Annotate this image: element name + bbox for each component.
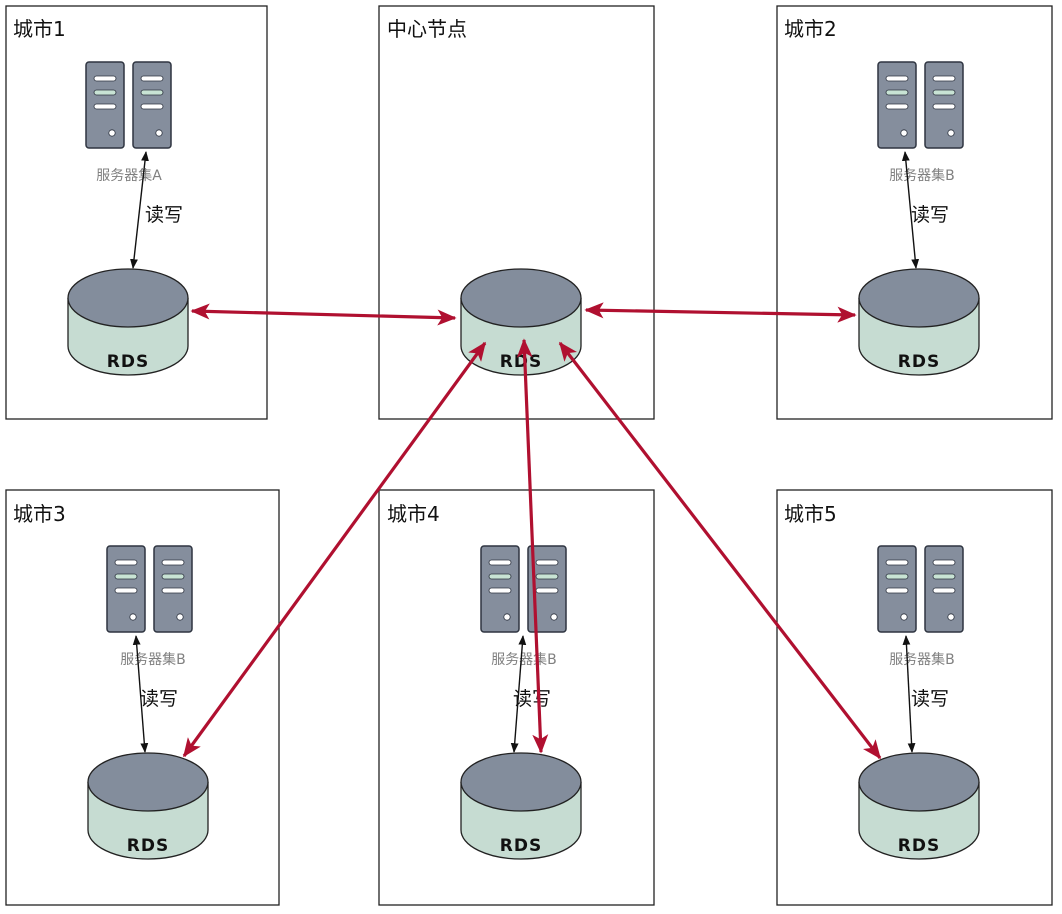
city3-rw-label: 读写 xyxy=(140,688,178,710)
city4-server-label: 服务器集B xyxy=(491,651,557,668)
city5-rw-arrow xyxy=(902,635,916,753)
city3-rds-label: RDS xyxy=(127,836,169,856)
center-city1-sync-arrow xyxy=(190,303,457,326)
city4-rds-label: RDS xyxy=(500,836,542,856)
city3-server-label: 服务器集B xyxy=(120,651,186,668)
center-city5-sync-arrow xyxy=(558,341,882,760)
city2-title: 城市2 xyxy=(784,17,837,41)
center-city3-sync-arrow xyxy=(182,341,487,758)
city1-rw-label: 读写 xyxy=(145,204,183,226)
city3-rw-arrow xyxy=(132,635,149,753)
city1-rw-arrow xyxy=(130,151,149,269)
city5-rds-label: RDS xyxy=(898,836,940,856)
city2-rds-label: RDS xyxy=(898,352,940,372)
city5-server-label: 服务器集B xyxy=(889,651,955,668)
city2-server-label: 服务器集B xyxy=(889,167,955,184)
city1-title: 城市1 xyxy=(13,17,66,41)
center-title: 中心节点 xyxy=(387,17,467,41)
city1-rds-label: RDS xyxy=(107,352,149,372)
city2-rw-arrow xyxy=(901,151,920,269)
city2-rw-label: 读写 xyxy=(911,204,949,226)
city5-title: 城市5 xyxy=(784,502,837,526)
center-city2-sync-arrow xyxy=(584,302,857,323)
center-rds-label: RDS xyxy=(500,352,542,372)
city4-title: 城市4 xyxy=(387,502,440,526)
city4-rw-label: 读写 xyxy=(513,688,551,710)
city1-server-label: 服务器集A xyxy=(96,167,162,184)
city3-title: 城市3 xyxy=(13,502,66,526)
city5-rw-label: 读写 xyxy=(911,688,949,710)
center-city4-sync-arrow xyxy=(516,338,549,754)
